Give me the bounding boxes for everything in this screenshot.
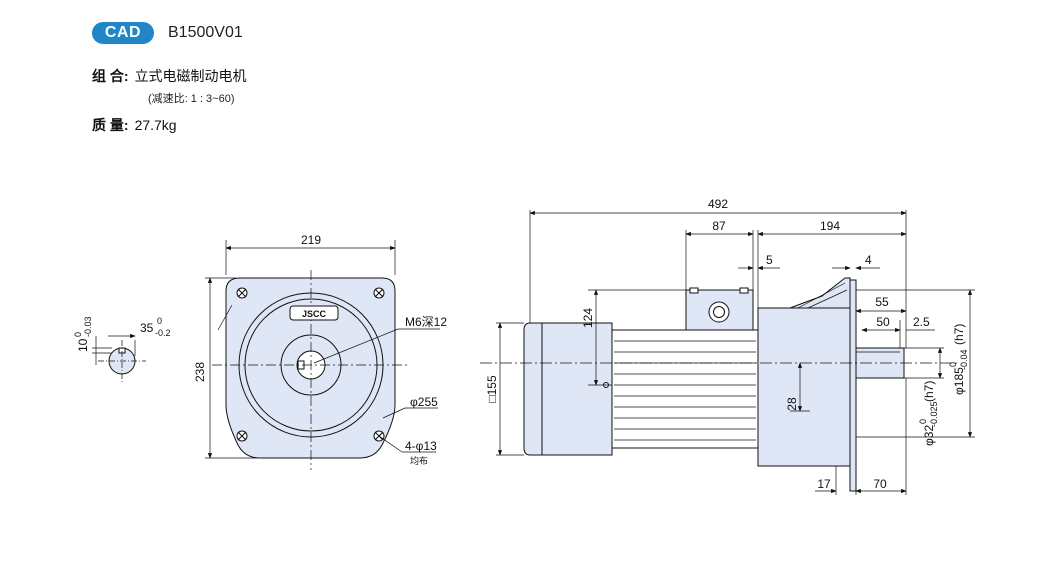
holes-value: 4-φ13 [405, 439, 437, 453]
output-flange [849, 279, 857, 492]
motor-square-value: □155 [485, 375, 499, 403]
reduction-ratio-note: (减速比: 1 : 3~60) [148, 93, 235, 105]
mass-value: 27.7kg [134, 117, 177, 133]
cad-badge: CAD [92, 22, 154, 44]
shaft-dia-fit: (h7) [922, 381, 936, 402]
shaft-dia-tol-upper: 0 [918, 419, 928, 424]
tap-note: M6深12 [405, 315, 447, 329]
pilot-diameter-dim: φ185 0 -0.04 (h7) [948, 324, 969, 395]
shaft-dia-value: φ32 [922, 425, 936, 446]
shaft-diameter-dim: φ32 0 -0.025 (h7) [918, 381, 939, 446]
offset-5-value: 5 [766, 253, 773, 267]
cooling-fins [614, 340, 756, 441]
combination-label: 组 合: [92, 68, 129, 84]
gearbox-length-value: 194 [820, 219, 840, 233]
pilot-dia-value: φ185 [952, 367, 966, 395]
dim-124-value: 124 [581, 308, 595, 328]
key-depth-tol-upper: 0 [157, 316, 162, 326]
holes-note: 均布 [410, 455, 428, 466]
key-depth-tol-lower: -0.2 [155, 328, 171, 338]
mass-row: 质 量: 27.7kg [92, 115, 177, 135]
cable-gland-inner [713, 306, 725, 318]
flange-4-value: 4 [865, 253, 872, 267]
flange-height-value: 238 [193, 362, 207, 382]
key-height-tol-lower: -0.03 [83, 316, 93, 337]
brake-cover [523, 322, 613, 456]
key-height-tol-upper: 0 [73, 332, 83, 337]
gearbox-body [757, 307, 851, 467]
terminal-box [685, 289, 754, 331]
pcd-value: φ255 [410, 395, 438, 409]
mounting-hole-bl [236, 430, 248, 442]
key-height-value: 10 [76, 338, 90, 352]
shaft-key-height-dim: 10 0 -0.03 [73, 316, 93, 352]
motor-body [611, 329, 759, 449]
front-view [205, 240, 440, 470]
terminal-box-width-value: 87 [712, 219, 726, 233]
shaft-2-5-value: 2.5 [913, 315, 930, 329]
brand-logo-text: JSCC [302, 309, 327, 319]
combination-value: 立式电磁制动电机 [134, 68, 247, 84]
shaft-55-value: 55 [875, 295, 889, 309]
combination-row: 组 合: 立式电磁制动电机 [92, 66, 247, 86]
side-view [480, 210, 975, 495]
overall-length-value: 492 [708, 197, 728, 211]
brand-logo-plate [289, 305, 339, 321]
model-number: B1500V01 [168, 24, 243, 41]
key-depth-value: 35 [140, 321, 154, 335]
pilot-dia-fit: (h7) [952, 324, 966, 345]
mounting-hole-tr [373, 287, 385, 299]
dim-17-value: 17 [817, 477, 831, 491]
mounting-hole-tl [236, 287, 248, 299]
shaft-key-depth-dim: 35 0 -0.2 [140, 316, 171, 338]
shaft-dia-tol-lower: -0.025 [929, 401, 939, 427]
dim-70-value: 70 [873, 477, 887, 491]
dim-28-value: 28 [785, 397, 799, 411]
flange-width-value: 219 [301, 233, 321, 247]
shaft-end-view [92, 333, 146, 382]
pilot-dia-tol-upper: 0 [948, 362, 958, 367]
mass-label: 质 量: [92, 117, 129, 133]
shaft-50-value: 50 [876, 315, 890, 329]
pilot-dia-tol-lower: -0.04 [959, 349, 969, 370]
